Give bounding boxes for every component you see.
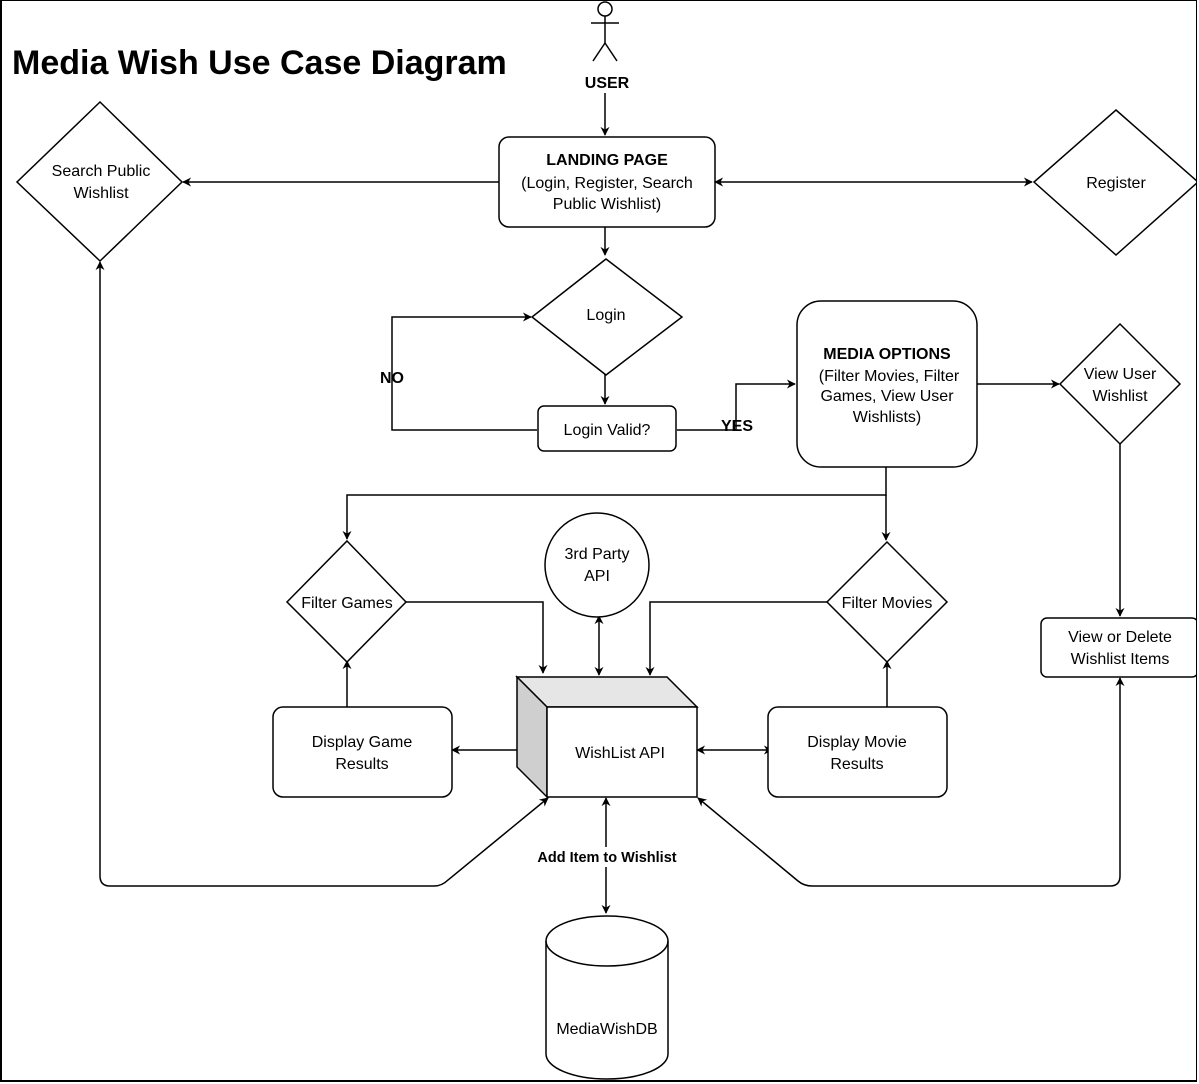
- user-actor-icon: [591, 1, 619, 62]
- edge-label-add-item: Add Item to Wishlist: [537, 850, 676, 866]
- svg-text:(Login, Register, Search: (Login, Register, Search: [521, 175, 693, 192]
- node-third-party-api: 3rd Party API: [544, 512, 650, 618]
- svg-text:Filter Games: Filter Games: [301, 595, 393, 612]
- node-wishlist-api: WishList API: [515, 675, 699, 799]
- svg-text:Wishlist: Wishlist: [1092, 388, 1148, 405]
- node-filter-movies: Filter Movies: [825, 540, 949, 664]
- node-media-wish-db: MediaWishDB: [545, 915, 669, 1080]
- edge-filtergames-api: [405, 601, 548, 674]
- edge-label-yes: YES: [721, 418, 753, 435]
- svg-text:Results: Results: [335, 756, 388, 773]
- node-media-options: MEDIA OPTIONS (Filter Movies, Filter Gam…: [796, 300, 978, 468]
- svg-text:View or Delete: View or Delete: [1068, 629, 1172, 646]
- svg-text:Wishlists): Wishlists): [853, 409, 921, 426]
- diagram-title: Media Wish Use Case Diagram: [12, 44, 507, 82]
- svg-text:Display Game: Display Game: [312, 734, 413, 751]
- svg-text:Display Movie: Display Movie: [807, 734, 907, 751]
- node-view-user-wishlist: View User Wishlist: [1058, 322, 1182, 446]
- svg-text:View User: View User: [1084, 366, 1157, 383]
- node-filter-games: Filter Games: [285, 539, 408, 664]
- svg-text:Games, View User: Games, View User: [820, 388, 954, 405]
- node-login: Login: [530, 258, 684, 376]
- svg-text:Filter Movies: Filter Movies: [842, 595, 933, 612]
- svg-text:Results: Results: [830, 756, 883, 773]
- edge-api-viewdelete: [697, 677, 1125, 887]
- node-landing-page: LANDING PAGE (Login, Register, Search Pu…: [498, 136, 716, 228]
- svg-text:Login Valid?: Login Valid?: [564, 422, 651, 439]
- svg-text:Register: Register: [1086, 175, 1146, 192]
- svg-text:Wishlist Items: Wishlist Items: [1071, 651, 1170, 668]
- svg-text:WishList API: WishList API: [575, 745, 665, 762]
- actor-label: USER: [585, 75, 630, 92]
- edge-label-no: NO: [380, 370, 404, 387]
- node-view-delete-items: View or Delete Wishlist Items: [1040, 617, 1196, 678]
- svg-text:MediaWishDB: MediaWishDB: [556, 1021, 657, 1038]
- svg-text:API: API: [584, 568, 610, 585]
- edge-label-bg: [522, 847, 690, 867]
- svg-text:3rd Party: 3rd Party: [565, 546, 630, 563]
- svg-text:Wishlist: Wishlist: [73, 185, 129, 202]
- edge-filtermovies-api: [645, 601, 828, 676]
- node-login-valid: Login Valid?: [537, 405, 677, 452]
- edge-search-api: [95, 261, 549, 887]
- edge-yes: [677, 379, 796, 431]
- node-display-movie-results: Display Movie Results: [767, 706, 948, 798]
- svg-text:MEDIA OPTIONS: MEDIA OPTIONS: [823, 346, 951, 363]
- svg-text:Search Public: Search Public: [52, 163, 151, 180]
- node-search-public-wishlist: Search Public Wishlist: [15, 100, 184, 263]
- svg-text:(Filter Movies, Filter: (Filter Movies, Filter: [819, 368, 960, 385]
- svg-text:LANDING PAGE: LANDING PAGE: [546, 152, 668, 169]
- node-register: Register: [1032, 109, 1196, 257]
- edges: [95, 93, 1125, 914]
- edge-no-loop: [391, 312, 537, 431]
- svg-text:Public Wishlist): Public Wishlist): [553, 196, 661, 213]
- node-display-game-results: Display Game Results: [272, 706, 453, 798]
- svg-text:Login: Login: [586, 307, 625, 324]
